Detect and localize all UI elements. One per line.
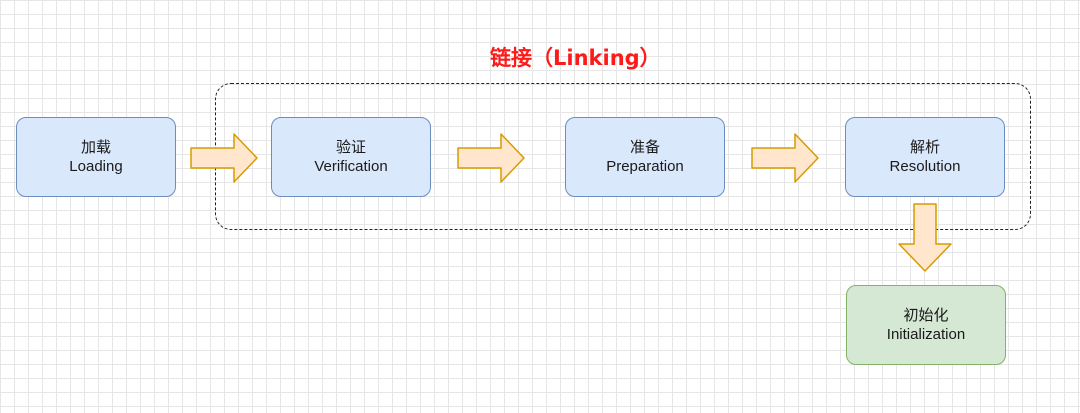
initialization-en-label: Initialization — [886, 326, 966, 343]
preparation-node[interactable]: 准备 Preparation — [565, 117, 725, 197]
preparation-en-label: Preparation — [606, 158, 684, 175]
resolution-node[interactable]: 解析 Resolution — [845, 117, 1005, 197]
loading-en-label: Loading — [69, 158, 123, 175]
arrow-down-icon — [898, 203, 952, 272]
arrow-right-icon — [751, 133, 819, 183]
verification-en-label: Verification — [314, 158, 388, 175]
resolution-zh-label: 解析 — [909, 138, 940, 156]
loading-zh-label: 加载 — [80, 138, 111, 156]
verification-node[interactable]: 验证 Verification — [271, 117, 431, 197]
preparation-zh-label: 准备 — [629, 138, 660, 156]
resolution-en-label: Resolution — [889, 158, 961, 175]
loading-node[interactable]: 加载 Loading — [16, 117, 176, 197]
verification-zh-label: 验证 — [335, 138, 366, 156]
initialization-node[interactable]: 初始化 Initialization — [846, 285, 1006, 365]
arrow-right-icon — [190, 133, 258, 183]
initialization-zh-label: 初始化 — [903, 306, 949, 324]
linking-group-title: 链接（Linking） — [490, 46, 661, 70]
arrow-right-icon — [457, 133, 525, 183]
